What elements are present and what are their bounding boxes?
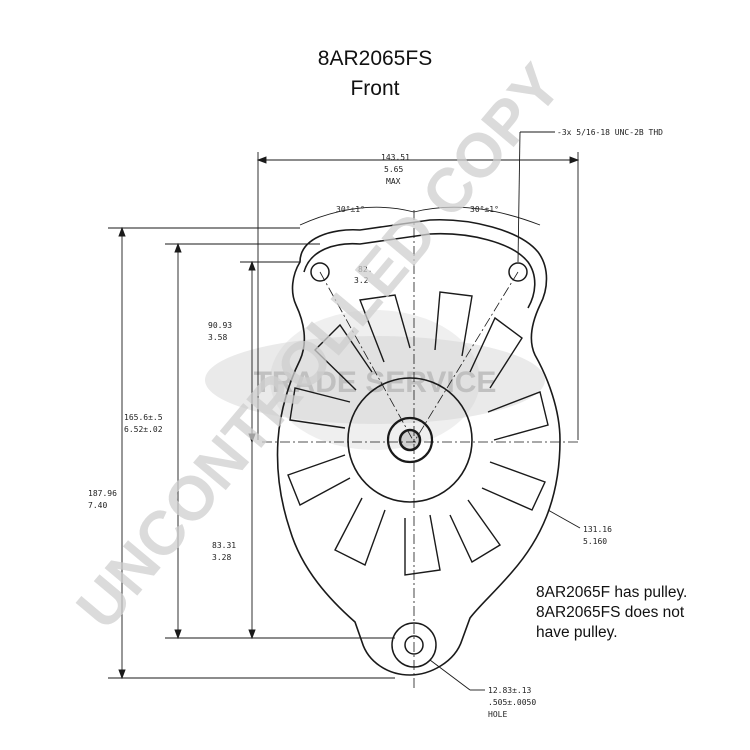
radius-in-label: 5.160 — [583, 537, 607, 546]
hole-in-label: .505±.0050 — [488, 698, 536, 707]
pulley-note: 8AR2065F has pulley. 8AR2065FS does not … — [536, 583, 687, 643]
fan-blades — [287, 291, 549, 576]
small-in-label: 3.2 — [354, 276, 369, 285]
note-line-1: 8AR2065F has pulley. — [536, 584, 688, 601]
rotor — [347, 377, 473, 503]
page-title: 8AR2065FS — [317, 47, 433, 70]
bottom-mount-hole — [404, 635, 424, 655]
note-line-3: have pulley. — [536, 624, 618, 641]
small-mm-label: 82. — [358, 265, 372, 274]
top-right-mount-hole — [508, 262, 528, 282]
watermark-text: UNCONTROLLED COPY — [64, 52, 575, 643]
width-tag-label: MAX — [386, 177, 401, 186]
centre-lines — [262, 210, 580, 690]
low-height-mm-label: 83.31 — [212, 541, 236, 550]
note-line-2: 8AR2065FS does not — [536, 604, 685, 621]
page-subtitle: Front — [350, 77, 400, 100]
low-height-in-label: 3.28 — [212, 553, 231, 562]
top-height-in-label: 3.58 — [208, 333, 227, 342]
width-in-label: 5.65 — [384, 165, 403, 174]
top-height-mm-label: 90.93 — [208, 321, 232, 330]
hub-circle — [386, 416, 434, 464]
dimension-labels: -3x 5/16-18 UNC-2B THD 143.51 5.65 MAX 3… — [88, 128, 663, 719]
top-left-mount-hole — [310, 262, 330, 282]
total-height-in-label: 7.40 — [88, 501, 107, 510]
angle-left-label: 30°±1° — [336, 205, 365, 214]
mid-height-in-label: 6.52±.02 — [124, 425, 163, 434]
trade-service-logo: TRADE SERVICE — [205, 310, 545, 450]
hole-tag-label: HOLE — [488, 710, 507, 719]
rotor-outer-circle — [347, 377, 473, 503]
hole-mm-label: 12.83±.13 — [488, 686, 532, 695]
radius-mm-label: 131.16 — [583, 525, 612, 534]
shaft-circle — [398, 428, 422, 452]
dimension-lines — [108, 131, 581, 691]
width-mm-label: 143.51 — [381, 153, 410, 162]
angle-right-label: 30°±1° — [470, 205, 499, 214]
mid-height-mm-label: 165.6±.5 — [124, 413, 163, 422]
housing-outline — [276, 218, 561, 676]
total-height-mm-label: 187.96 — [88, 489, 117, 498]
thread-callout: -3x 5/16-18 UNC-2B THD — [557, 128, 663, 137]
